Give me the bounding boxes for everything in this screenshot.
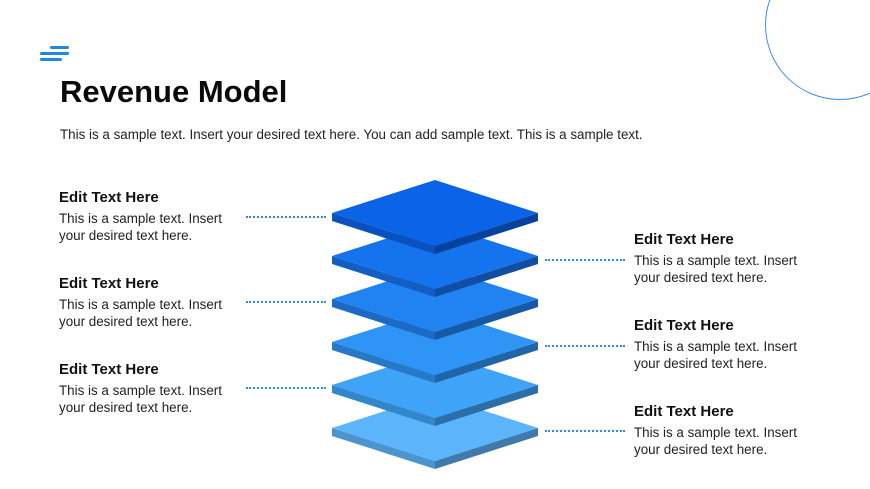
stack-layer-6: [332, 395, 538, 469]
block-text: This is a sample text. Insert: [59, 211, 222, 226]
block-heading: Edit Text Here: [634, 231, 734, 248]
right-text-block-1: Edit Text Here This is a sample text. In…: [634, 230, 834, 286]
block-heading: Edit Text Here: [59, 189, 159, 206]
block-text: your desired text here.: [59, 400, 193, 415]
layer-left-face: [332, 213, 435, 254]
stack-layer-2: [332, 223, 538, 297]
stack-layer-1: [332, 180, 538, 254]
stack-layer-4: [332, 309, 538, 383]
layer-right-face: [435, 385, 538, 426]
block-text: This is a sample text. Insert: [634, 253, 797, 268]
block-heading: Edit Text Here: [59, 361, 159, 378]
block-text: your desired text here.: [634, 442, 768, 457]
layer-top-face: [332, 395, 538, 461]
layer-top-face: [332, 309, 538, 375]
connector-line-right-3: [545, 430, 625, 432]
layer-left-face: [332, 428, 435, 469]
slide-subtitle: This is a sample text. Insert your desir…: [60, 127, 643, 142]
connector-line-right-2: [545, 345, 625, 347]
right-text-block-2: Edit Text Here This is a sample text. In…: [634, 316, 834, 372]
block-heading: Edit Text Here: [634, 403, 734, 420]
stack-layer-3: [332, 266, 538, 340]
menu-lines-icon: [40, 46, 70, 62]
block-text: This is a sample text. Insert: [59, 383, 222, 398]
connector-line-left-2: [246, 301, 326, 303]
stack-layer-5: [332, 352, 538, 426]
layer-top-face: [332, 266, 538, 332]
slide-title: Revenue Model: [60, 74, 288, 109]
layer-right-face: [435, 342, 538, 383]
block-text: your desired text here.: [59, 314, 193, 329]
layer-left-face: [332, 256, 435, 297]
layer-right-face: [435, 213, 538, 254]
block-heading: Edit Text Here: [634, 317, 734, 334]
block-text: This is a sample text. Insert: [59, 297, 222, 312]
layer-top-face: [332, 223, 538, 289]
layer-right-face: [435, 299, 538, 340]
block-text: This is a sample text. Insert: [634, 425, 797, 440]
left-text-block-3: Edit Text Here This is a sample text. In…: [59, 360, 259, 416]
layer-right-face: [435, 256, 538, 297]
block-text: your desired text here.: [59, 228, 193, 243]
connector-line-left-1: [246, 216, 326, 218]
block-text: your desired text here.: [634, 356, 768, 371]
layer-left-face: [332, 385, 435, 426]
connector-line-right-1: [545, 259, 625, 261]
connector-line-left-3: [246, 387, 326, 389]
layer-right-face: [435, 428, 538, 469]
right-text-block-3: Edit Text Here This is a sample text. In…: [634, 402, 834, 458]
layer-top-face: [332, 180, 538, 246]
left-text-block-2: Edit Text Here This is a sample text. In…: [59, 274, 259, 330]
block-text: your desired text here.: [634, 270, 768, 285]
block-heading: Edit Text Here: [59, 275, 159, 292]
layer-left-face: [332, 299, 435, 340]
left-text-block-1: Edit Text Here This is a sample text. In…: [59, 188, 259, 244]
layer-top-face: [332, 352, 538, 418]
layer-left-face: [332, 342, 435, 383]
block-text: This is a sample text. Insert: [634, 339, 797, 354]
